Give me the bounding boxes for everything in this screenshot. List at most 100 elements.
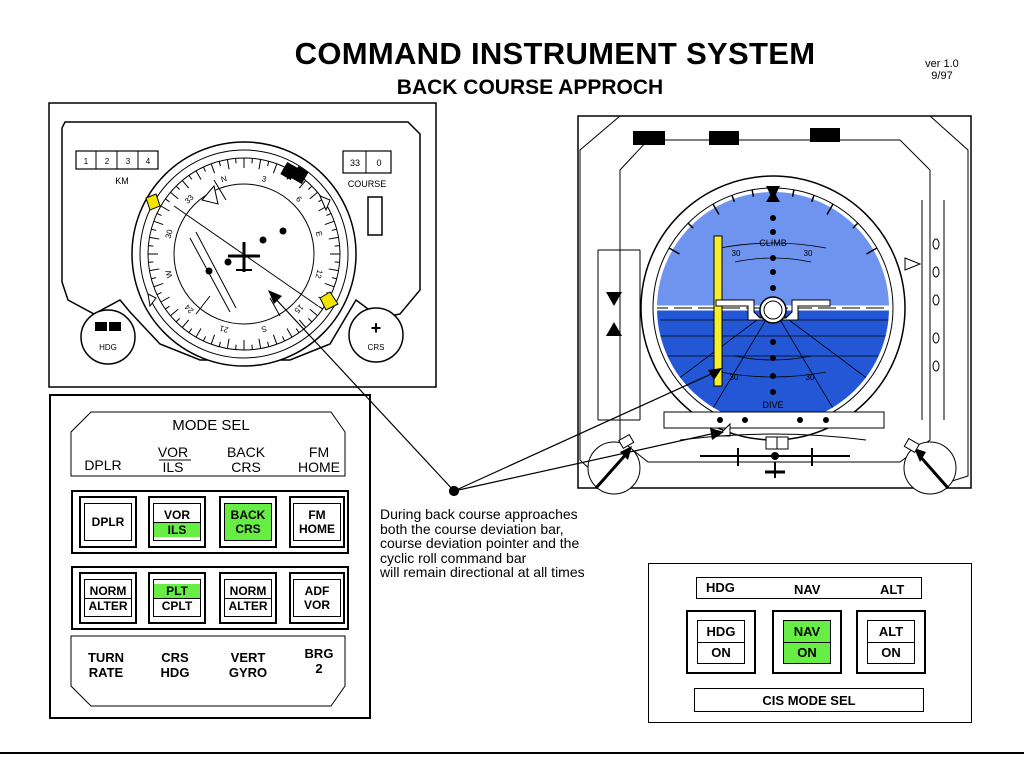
crs-knob[interactable]: + CRS [348,307,404,363]
dplr-button-label: DPLR [91,515,125,529]
compass-label: W [164,269,175,279]
compass-tick [170,191,179,200]
cis-hdg-on-button[interactable]: HDG ON [686,610,756,674]
fm-home-button[interactable]: FM HOME [289,496,345,548]
compass-tick [298,180,307,189]
cis-nav-top: NAV [784,621,830,642]
adf-vor-button[interactable]: ADF VOR [289,572,345,624]
compass-tick [331,277,337,280]
fm-home-button-face: FM HOME [293,503,341,541]
norm-alter-button-2-top: NORM [229,583,267,598]
back-crs-button[interactable]: BACK CRS [219,496,277,548]
compass-tick [151,228,157,231]
roll-tick [712,203,720,215]
norm-alter-button-1[interactable]: NORM ALTER [79,572,137,624]
adi-left-knob[interactable] [587,433,641,495]
caption-line-2: both the course deviation bar, [380,520,564,537]
mode-sel-bracket [70,411,346,707]
compass-tick [226,338,230,349]
cis-nav-on-button[interactable]: NAV ON [772,610,842,674]
arrow-up-icon [606,322,622,336]
course-deviation-line-1 [195,231,237,309]
norm-alter-button-2-face: NORM ALTER [224,579,272,617]
vor-ils-button-bottom: ILS [154,521,200,537]
bottom-label-2: 2 [315,661,323,676]
dplr-button[interactable]: DPLR [79,496,137,548]
compass-tick [226,159,230,170]
compass-tick [153,282,164,288]
callout-lines [271,294,721,497]
cis-hdg-on-face: HDG ON [697,620,745,664]
back-crs-button-top: BACK [230,508,266,522]
mode-sel-title: MODE SEL [172,417,250,434]
top-label-vor-ils: VOR ILS [143,445,203,475]
km-digit-4: 4 [146,157,151,166]
compass-label: 30 [164,228,175,239]
vor-ils-button[interactable]: VOR ILS [148,496,206,548]
top-label-crs: CRS [231,459,261,475]
compass-tick [298,319,307,328]
adf-vor-button-face: ADF VOR [293,579,341,617]
compass-tick [202,336,206,342]
cis-alt-on-button[interactable]: ALT ON [856,610,926,674]
course-index-yellow-bottom [319,291,339,311]
compass-tick [153,220,164,226]
caption-line-5: will remain directional at all times [380,564,585,580]
hdg-knob[interactable]: HDG [80,309,136,365]
plt-cplt-button[interactable]: PLT CPLT [148,572,206,624]
cis-hdg-bottom: ON [698,641,744,664]
bottom-divider [0,752,1024,754]
roll-tick [668,247,680,255]
compass-label: 6 [294,194,304,204]
vor-ils-button-face: VOR ILS [153,503,201,541]
cis-nav-bottom: ON [784,641,830,663]
km-digit-2: 2 [105,157,110,166]
hdg-knob-label: HDG [99,343,117,352]
compass-tick [156,212,162,216]
mode-sel-panel: MODE SEL DPLR VOR ILS BACK CRS FM HOME D… [49,394,371,719]
plt-cplt-button-face: PLT CPLT [153,579,201,617]
side-pips [932,238,940,372]
adi-flag-2 [709,131,739,145]
mode-row-1-frame [71,490,349,554]
adi-flag-1 [633,131,665,145]
norm-alter-button-2[interactable]: NORM ALTER [219,572,277,624]
compass-tick [218,341,221,347]
cis-mode-sel-label: CIS MODE SEL [694,688,924,712]
top-label-dplr: DPLR [84,457,122,473]
callout-caption: During back course approaches both the c… [380,507,640,580]
course-label: COURSE [348,179,387,189]
course-window [367,196,383,236]
version-label: ver 1.0 [925,58,959,70]
adi-right-knob[interactable] [903,437,957,495]
cis-mode-sel-panel [648,563,972,723]
roll-tick [791,189,795,197]
adi-aircraft-symbol-icon [715,296,831,324]
adf-vor-button-bottom: VOR [303,598,330,612]
crs-knob-label: CRS [368,343,385,352]
pitch-label-lower-left: 30 [730,373,739,382]
course-readout: 33 0 COURSE [342,150,392,236]
course-index-yellow-top [145,193,161,211]
cis-header-nav: NAV [794,582,821,597]
bottom-label-vert: VERT [230,650,266,665]
compass-tick [175,185,181,191]
compass-tick [286,328,293,338]
bottom-label-crs: CRS [161,650,189,665]
arrow-down-icon [606,292,622,306]
pitch-label-upper-right: 30 [804,249,813,258]
caption-line-1: During back course approaches [380,506,578,522]
cis-alt-bottom: ON [868,641,914,664]
bottom-label-turn-rate: TURN RATE [73,650,139,680]
bottom-label-vert-gyro: VERT GYRO [215,650,281,680]
cis-alt-top: ALT [878,623,904,639]
bottom-label-gyro: GYRO [228,665,268,680]
cis-header-strip [696,577,922,599]
compass-tick [170,308,179,317]
compass-tick [258,159,262,170]
compass-tick [165,305,170,310]
back-crs-button-face: BACK CRS [224,503,272,541]
compass-tick [307,185,313,191]
